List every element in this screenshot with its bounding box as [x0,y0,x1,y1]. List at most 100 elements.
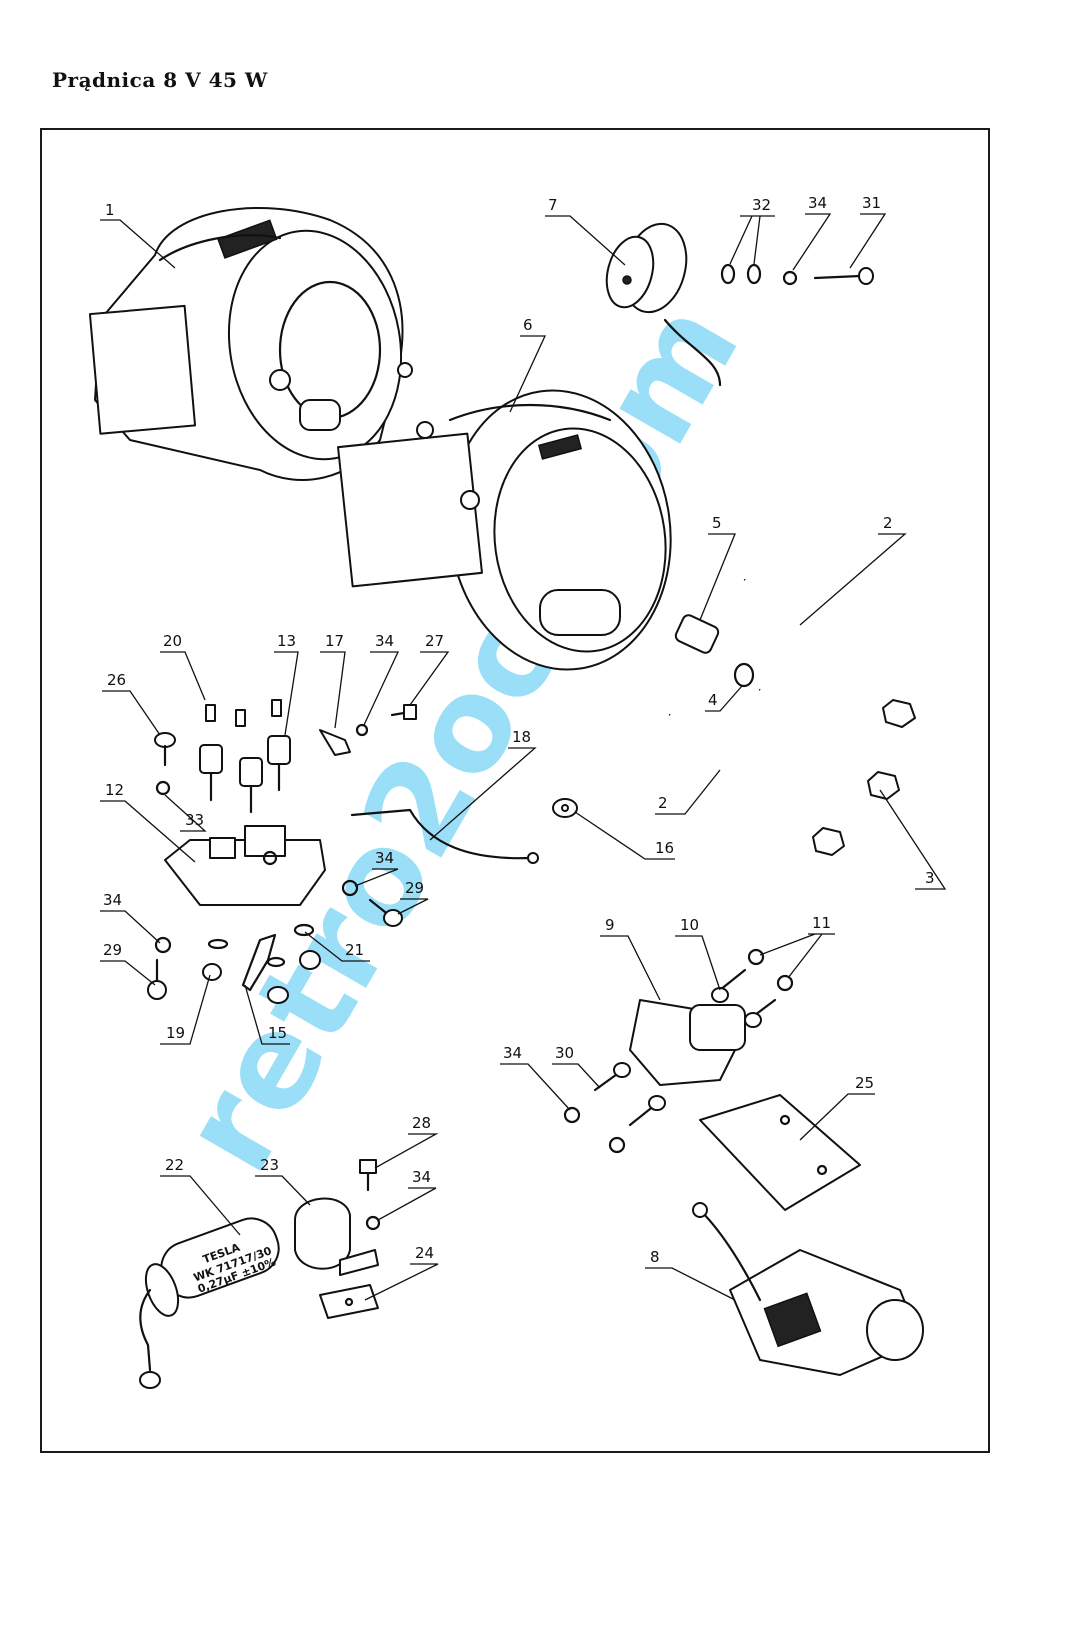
svg-text:2: 2 [658,794,668,812]
insulation-plate-25 [699,1094,861,1211]
callout-34-d: 34 [500,1044,571,1111]
callout-27: 27 [409,632,450,706]
callout-20: 20 [160,632,206,701]
callout-4: 4 [705,685,743,712]
svg-text:28: 28 [412,1114,431,1132]
svg-text:6: 6 [523,316,533,334]
star-washer-34-top [782,270,798,286]
svg-text:24: 24 [415,1244,434,1262]
diagram-frame [40,128,990,1453]
screw-31 [813,267,874,285]
svg-text:8: 8 [650,1248,660,1266]
callout-28: 28 [374,1114,439,1169]
svg-text:18: 18 [512,728,531,746]
callout-1: 1 [100,201,176,269]
svg-text:34: 34 [412,1168,431,1186]
svg-text:20: 20 [163,632,182,650]
screw-30 [593,1062,631,1092]
callout-5: 5 [699,514,736,621]
svg-text:32: 32 [752,196,771,214]
screw-26 [154,732,176,767]
svg-text:33: 33 [185,811,204,829]
callout-13: 13 [274,632,299,736]
svg-text:7: 7 [548,196,558,214]
page-title: Prądnica 8 V 45 W [52,68,268,92]
callout-24: 24 [364,1244,439,1301]
callout-16: 16 [574,811,675,860]
svg-text:25: 25 [855,1074,874,1092]
star-washer-34-d [563,1106,581,1124]
clip-16 [552,798,578,818]
generator-housing-6 [337,389,672,671]
washer-4 [733,662,755,688]
callout-33: 33 [164,794,207,832]
screw-29-mid [368,898,403,927]
regulator-8 [692,1202,924,1376]
callout-25: 25 [799,1074,875,1141]
screw-28 [359,1159,377,1192]
callout-18: 18 [429,728,537,841]
svg-text:34: 34 [808,194,827,212]
svg-text:34: 34 [103,891,122,909]
callout-17: 17 [320,632,346,729]
callout-9: 9 [600,916,661,1001]
star-washer-34-e [365,1215,381,1231]
callout-22: 22 [160,1156,241,1236]
svg-text:9: 9 [605,916,615,934]
screw-lower-9 [608,1095,666,1154]
callout-11: 11 [759,914,835,979]
callouts: 1 7 32 34 31 6 5 2 [100,194,947,1301]
callout-8: 8 [645,1248,736,1301]
svg-text:12: 12 [105,781,124,799]
plate-24 [319,1284,379,1319]
callout-34-a: 34 [363,632,400,726]
washers-19-21 [202,923,321,1004]
svg-text:19: 19 [166,1024,185,1042]
screw-27 [390,704,417,720]
terminal-screws-20 [205,699,282,727]
callout-3: 3 [879,789,947,890]
callout-34-top: 34 [792,194,832,271]
bracket-17 [319,729,351,756]
star-washer-34-b [341,879,359,897]
svg-text:16: 16 [655,839,674,857]
long-bolt-2-top [743,578,916,728]
bracket-block-9 [629,999,746,1086]
svg-text:11: 11 [812,914,831,932]
svg-text:30: 30 [555,1044,574,1062]
star-washer-34-a [355,723,369,737]
svg-text:4: 4 [708,691,718,709]
long-bolt-3 [758,688,900,800]
callout-31: 31 [849,194,887,269]
callout-7: 7 [545,196,626,266]
screws-10 [711,968,777,1028]
callout-34-c: 34 [100,891,161,944]
callout-32: 32 [729,196,775,265]
terminal-block-12 [164,825,326,906]
star-washers-11 [747,948,794,992]
callout-23: 23 [255,1156,311,1206]
callout-26: 26 [102,671,161,736]
callout-12: 12 [100,781,196,863]
terminals-13 [199,735,291,814]
clamp-23 [294,1197,379,1276]
callout-34-e: 34 [377,1168,437,1221]
svg-text:22: 22 [165,1156,184,1174]
washers-32 [720,263,762,285]
svg-text:29: 29 [103,941,122,959]
svg-text:27: 27 [425,632,444,650]
bracket-15 [241,933,277,992]
cover-cap-7 [605,222,722,387]
callout-2-bottom: 2 [655,769,721,815]
callout-29-mid: 29 [397,879,429,915]
callout-34-b: 34 [354,849,399,887]
generator-housing-1 [88,206,413,481]
callout-6: 6 [509,316,547,413]
svg-text:17: 17 [325,632,344,650]
screw-29-left [147,958,167,1000]
svg-text:34: 34 [375,849,394,867]
capacitor-22: TESLA WK 71717/30 0,27μF ±10% [139,1217,280,1389]
callout-10: 10 [675,916,721,991]
svg-text:23: 23 [260,1156,279,1174]
